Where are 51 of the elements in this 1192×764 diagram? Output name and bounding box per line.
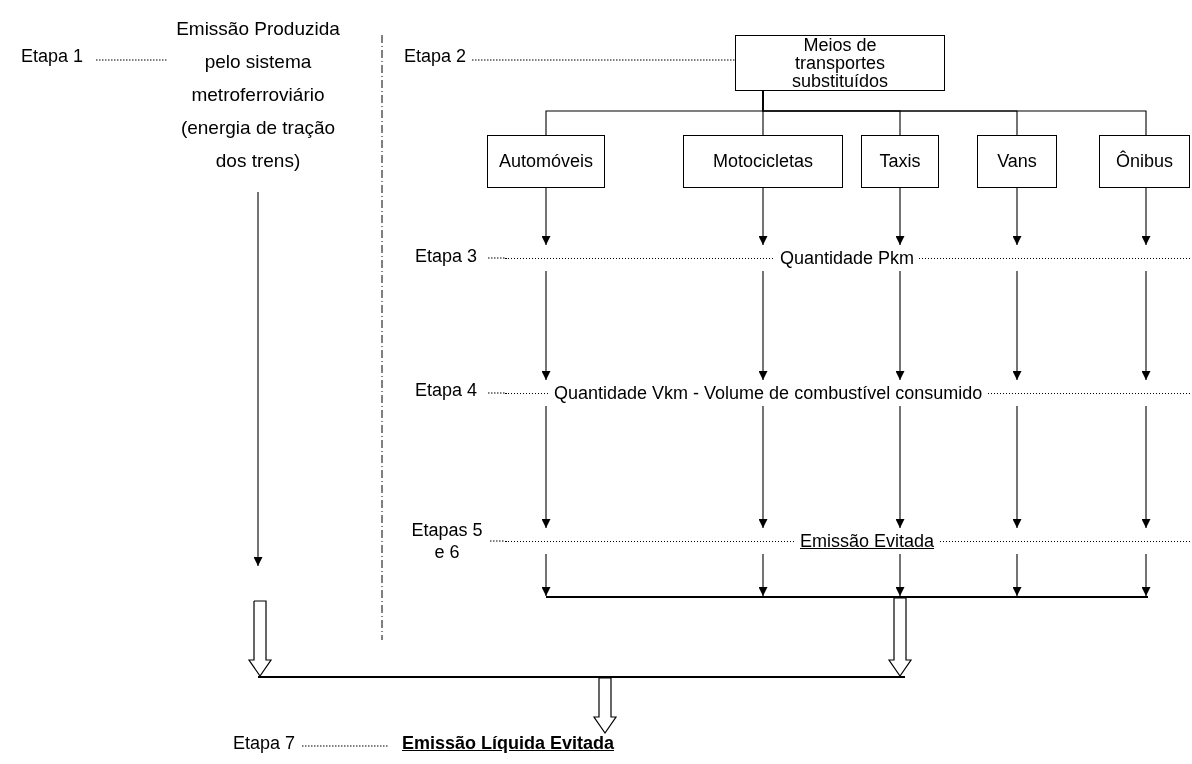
arrow — [758, 270, 768, 381]
step-label: Etapa 2 — [398, 46, 472, 72]
step-label: Etapa 4 — [404, 380, 488, 406]
step-label: Etapa 1 — [8, 46, 96, 72]
leader-line — [489, 540, 506, 542]
arrow — [1141, 187, 1151, 246]
step-text: Emissão Produzida pelo sistema metroferroviário (energia de tração dos trens) — [168, 12, 348, 192]
arrow — [541, 187, 551, 246]
result-text: Emissão Líquida Evitada — [388, 733, 628, 759]
arrow — [758, 187, 768, 246]
connector-line — [762, 90, 1147, 136]
arrow — [1141, 270, 1151, 381]
arrow — [895, 553, 905, 597]
box-label: Motocicletas — [712, 151, 813, 172]
arrow — [253, 191, 263, 567]
arrow — [758, 405, 768, 529]
box-label: Ônibus — [1115, 151, 1173, 172]
arrow — [1012, 270, 1022, 381]
process-box — [683, 135, 843, 188]
block-arrow — [887, 597, 913, 678]
block-arrow — [247, 600, 273, 678]
leader-line — [471, 59, 736, 61]
leader-line — [487, 257, 506, 259]
step-label: Etapa 7 — [226, 733, 302, 759]
arrow — [895, 187, 905, 246]
leader-line — [301, 745, 389, 747]
arrow — [895, 405, 905, 529]
process-box — [861, 135, 939, 188]
box-label: Vans — [997, 151, 1037, 172]
box-label: Taxis — [879, 151, 921, 172]
arrow — [541, 270, 551, 381]
arrow — [1012, 553, 1022, 597]
box-label: Automóveis — [498, 151, 593, 172]
arrow — [758, 553, 768, 597]
process-box — [1099, 135, 1190, 188]
block-arrow — [592, 677, 618, 735]
process-box — [977, 135, 1057, 188]
process-box — [735, 35, 945, 91]
leader-line — [95, 59, 169, 61]
step-label: Etapa 3 — [404, 246, 488, 272]
arrow — [1141, 405, 1151, 529]
step-label: Etapas 5 e 6 — [404, 520, 490, 576]
process-box — [487, 135, 605, 188]
arrow — [1141, 553, 1151, 597]
arrow — [541, 405, 551, 529]
arrow — [1012, 405, 1022, 529]
box-label: Meios de transportes substituídos — [790, 36, 890, 90]
arrow — [541, 553, 551, 597]
leader-line — [487, 392, 506, 394]
arrow — [895, 270, 905, 381]
arrow — [1012, 187, 1022, 246]
